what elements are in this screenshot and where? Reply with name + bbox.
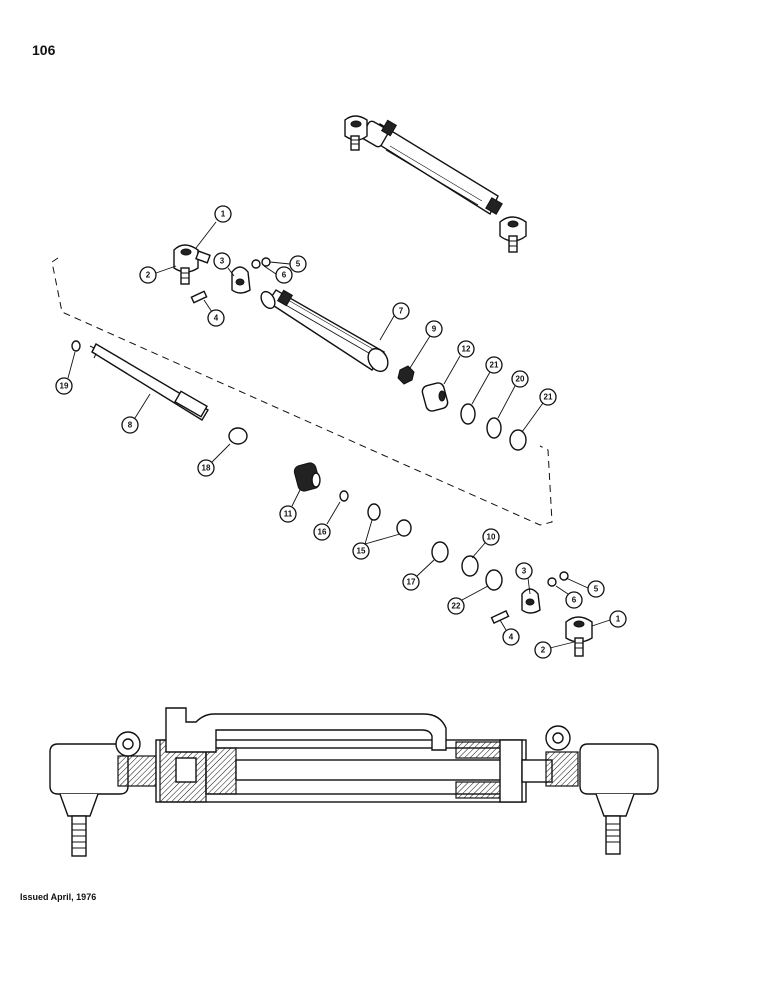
- callout-1-lower: 1: [591, 610, 627, 628]
- callout-2-upper: 2: [139, 265, 177, 284]
- callout-3-upper: 3: [213, 252, 235, 277]
- callout-21-a: 21: [471, 356, 503, 405]
- callout-5-upper: 5: [269, 255, 307, 273]
- svg-text:4: 4: [214, 314, 219, 323]
- svg-text:12: 12: [462, 345, 471, 354]
- svg-text:16: 16: [318, 528, 327, 537]
- svg-text:8: 8: [128, 421, 133, 430]
- nut-9: [397, 365, 415, 385]
- o-ring-18: [228, 427, 248, 445]
- piston-rod: [89, 343, 209, 421]
- callout-2-lower: 2: [534, 641, 575, 659]
- svg-text:1: 1: [616, 615, 621, 624]
- callout-5-lower: 5: [565, 577, 605, 598]
- callout-6-upper: 6: [263, 265, 293, 284]
- callout-3-lower: 3: [515, 562, 533, 595]
- callout-10: 10: [471, 528, 500, 559]
- o-ring-19: [71, 340, 81, 352]
- svg-text:5: 5: [594, 585, 599, 594]
- svg-text:19: 19: [60, 382, 69, 391]
- svg-text:6: 6: [572, 596, 577, 605]
- assembled-cylinder-illustration: [344, 115, 527, 253]
- svg-text:15: 15: [357, 547, 366, 556]
- svg-text:21: 21: [544, 393, 553, 402]
- svg-text:3: 3: [220, 257, 225, 266]
- callout-8: 8: [121, 393, 151, 434]
- seals-10-17-22: [431, 541, 503, 591]
- svg-text:17: 17: [407, 578, 416, 587]
- svg-text:20: 20: [516, 375, 525, 384]
- cylinder-tube: [260, 289, 389, 373]
- svg-text:9: 9: [432, 325, 437, 334]
- callouts: 1 2 3 6 5 4 7 9 19 12 21 20 21 8 18 11 1…: [55, 205, 627, 659]
- callout-4-lower: 4: [499, 619, 520, 646]
- svg-text:3: 3: [522, 567, 527, 576]
- svg-text:6: 6: [282, 271, 287, 280]
- cylinder-cross-section: [49, 707, 659, 857]
- svg-text:4: 4: [509, 633, 514, 642]
- svg-text:11: 11: [284, 510, 293, 519]
- callout-11: 11: [279, 489, 301, 523]
- svg-text:10: 10: [487, 533, 496, 542]
- svg-text:22: 22: [452, 602, 461, 611]
- seals-15-16: [339, 490, 412, 537]
- svg-text:7: 7: [399, 307, 404, 316]
- callout-12: 12: [443, 340, 475, 385]
- callout-17: 17: [402, 559, 435, 591]
- issued-date: Issued April, 1976: [20, 892, 97, 902]
- seals-20-21: [460, 403, 527, 451]
- callout-15: 15: [352, 519, 401, 560]
- tie-rod-end-upper: [173, 244, 211, 285]
- callout-19: 19: [55, 351, 76, 395]
- gland-11: [293, 462, 321, 492]
- svg-text:1: 1: [221, 210, 226, 219]
- clamp-parts-upper: [190, 257, 271, 304]
- callout-20: 20: [497, 370, 529, 419]
- svg-text:2: 2: [541, 646, 546, 655]
- clamp-parts-lower: [490, 571, 569, 625]
- callout-22: 22: [447, 585, 489, 615]
- callout-7: 7: [379, 302, 410, 341]
- piston-12: [421, 382, 449, 412]
- svg-text:21: 21: [490, 361, 499, 370]
- callout-16: 16: [313, 501, 341, 541]
- callout-1-upper: 1: [195, 205, 232, 249]
- svg-text:2: 2: [146, 271, 151, 280]
- tie-rod-end-lower: [565, 616, 593, 657]
- callout-9: 9: [409, 320, 443, 369]
- svg-text:5: 5: [296, 260, 301, 269]
- callout-6-lower: 6: [555, 585, 583, 609]
- seal-kit-dashed-outline: [51, 257, 553, 526]
- callout-21-b: 21: [521, 388, 557, 433]
- callout-18: 18: [197, 443, 231, 477]
- callout-4-upper: 4: [203, 299, 225, 327]
- page-number: 106: [32, 42, 56, 58]
- svg-text:18: 18: [202, 464, 211, 473]
